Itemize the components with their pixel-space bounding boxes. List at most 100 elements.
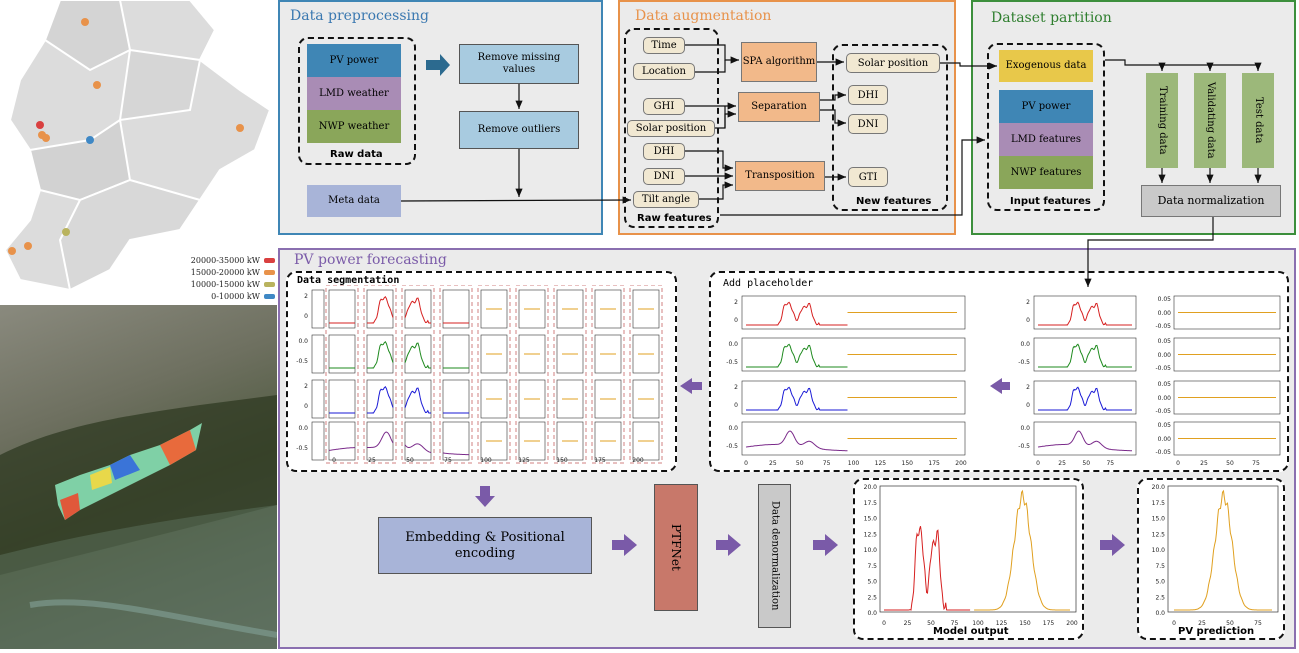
- tick-label: 175: [594, 457, 606, 464]
- x-tick-label: 125: [996, 620, 1008, 627]
- series-line: [367, 296, 394, 324]
- tick-label: 0: [304, 403, 308, 410]
- transposition-box: Transposition: [735, 161, 825, 191]
- placeholder-caption: Add placeholder: [723, 278, 814, 289]
- tick-label: 0: [1026, 402, 1030, 409]
- plot-axes: [1033, 421, 1137, 456]
- segment-axes: [366, 289, 394, 329]
- input-lmd-features: LMD features: [999, 123, 1093, 156]
- segment-window: [401, 285, 435, 464]
- chart-axes: [879, 485, 1077, 613]
- feature-ghi: GHI: [643, 98, 685, 115]
- tick-label: 150: [556, 457, 568, 464]
- legend-entry: 0-10000 kW: [178, 290, 275, 302]
- plot-axes: [1033, 337, 1137, 372]
- new-solar-position: Solar position: [846, 53, 940, 73]
- segment-window: [477, 285, 511, 464]
- segment-window: [363, 285, 397, 464]
- input-nwp-features: NWP features: [999, 156, 1093, 189]
- legend-label: 10000-15000 kW: [190, 279, 260, 289]
- tick-label: 2: [304, 293, 308, 300]
- y-tick-label: 20.0: [1152, 484, 1166, 491]
- map-legend: 20000-35000 kW 15000-20000 kW 10000-15000 …: [178, 254, 275, 302]
- exogenous-data-box: Exogenous data: [999, 50, 1093, 82]
- tick-label: 0.05: [1158, 296, 1172, 303]
- segment-window: [553, 285, 587, 464]
- tick-label: 0.0: [1020, 341, 1030, 348]
- x-tick-label: 25: [1198, 620, 1206, 627]
- series-line: [367, 341, 394, 369]
- y-tick-label: 17.5: [1152, 500, 1166, 507]
- legend-entry: 10000-15000 kW: [178, 278, 275, 290]
- series-line: [367, 431, 394, 448]
- segment-axes: [442, 334, 470, 374]
- segment-axes: [404, 379, 432, 419]
- tick-label: 200: [955, 460, 967, 467]
- feature-dhi: DHI: [643, 143, 685, 160]
- x-tick-label: 50: [1226, 620, 1234, 627]
- x-tick-label: 100: [972, 620, 984, 627]
- tick-label: 2: [734, 299, 738, 306]
- tick-label: 2: [734, 384, 738, 391]
- segment-window: [439, 285, 473, 464]
- y-tick-label: 2.5: [1155, 594, 1165, 601]
- series-line: [1038, 343, 1132, 368]
- segment-axes: [328, 289, 356, 329]
- tick-label: -0.5: [1018, 443, 1030, 450]
- tick-label: 50: [1226, 460, 1234, 467]
- tick-label: 0.0: [298, 425, 308, 432]
- tick-label: -0.5: [726, 359, 738, 366]
- site-marker: [42, 134, 50, 142]
- tick-label: 0: [1026, 317, 1030, 324]
- embedding-box: Embedding & Positional encoding: [378, 517, 592, 574]
- tick-label: -0.05: [1155, 323, 1171, 330]
- stack-pv-power: PV power: [307, 44, 401, 77]
- legend-label: 0-10000 kW: [211, 291, 260, 301]
- y-tick-label: 0.0: [867, 610, 877, 617]
- series-line: [404, 387, 431, 414]
- feature-tilt-angle: Tilt angle: [633, 191, 699, 208]
- tick-label: -0.5: [296, 358, 308, 365]
- segment-axes: [366, 334, 394, 374]
- tick-label: 0: [734, 317, 738, 324]
- stack-lmd-weather: LMD weather: [307, 77, 401, 110]
- tick-label: 0.05: [1158, 381, 1172, 388]
- site-marker: [8, 247, 16, 255]
- segment-axes: [594, 334, 622, 374]
- tick-label: -0.5: [726, 443, 738, 450]
- legend-label: 20000-35000 kW: [190, 255, 260, 265]
- y-tick-label: 12.5: [864, 531, 878, 538]
- x-tick-label: 75: [1254, 620, 1262, 627]
- tick-label: 100: [480, 457, 492, 464]
- tick-label: 175: [928, 460, 940, 467]
- new-gti: GTI: [848, 167, 888, 187]
- legend-label: 15000-20000 kW: [190, 267, 260, 277]
- y-tick-label: 15.0: [864, 516, 878, 523]
- panel-title: Data preprocessing: [290, 8, 429, 24]
- tick-label: 0.0: [1020, 425, 1030, 432]
- plot-axes: [1033, 295, 1137, 330]
- tick-label: 25: [769, 460, 777, 467]
- test-data-box: Test data: [1242, 73, 1274, 168]
- segment-axes: [556, 289, 584, 329]
- segment-axes: [442, 379, 470, 419]
- segment-axes: [311, 421, 325, 461]
- segment-window: [629, 285, 663, 464]
- y-tick-label: 7.5: [867, 563, 877, 570]
- meta-data-box: Meta data: [307, 185, 401, 217]
- remove-outliers-box: Remove outliers: [459, 111, 579, 149]
- raw-features-caption: Raw features: [637, 213, 712, 224]
- validating-data-box: Validating data: [1194, 73, 1226, 168]
- plot-axes: [1033, 380, 1137, 415]
- tick-label: -0.05: [1155, 365, 1171, 372]
- feature-location: Location: [633, 63, 695, 80]
- tick-label: 200: [632, 457, 644, 464]
- satellite-terrain: [0, 395, 278, 649]
- site-marker: [86, 136, 94, 144]
- y-tick-label: 5.0: [1155, 579, 1165, 586]
- x-tick-label: 50: [927, 620, 935, 627]
- y-tick-label: 0.0: [1155, 610, 1165, 617]
- panel-title: PV power forecasting: [294, 252, 447, 268]
- input-features-group: [987, 43, 1105, 211]
